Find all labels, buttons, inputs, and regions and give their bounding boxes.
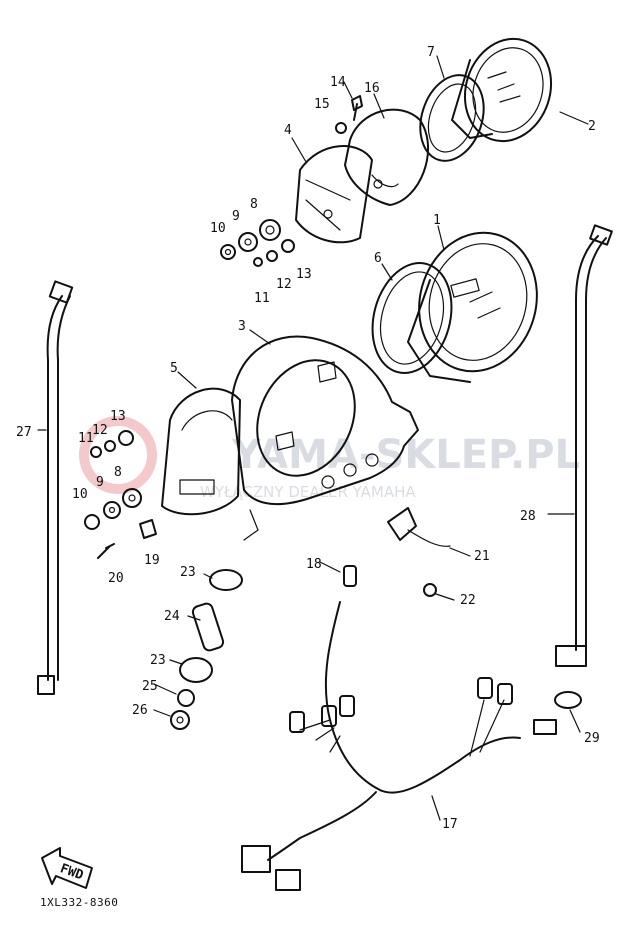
callout-27: 27 xyxy=(16,425,32,440)
callout-26: 26 xyxy=(132,703,148,718)
callout-numbers: 1 2 3 4 5 6 7 8 8 9 9 10 10 11 11 12 12 … xyxy=(16,45,600,832)
part-21-22 xyxy=(387,507,451,597)
callout-8-lower: 8 xyxy=(114,465,122,480)
part-3-bracket xyxy=(231,335,419,541)
callout-24: 24 xyxy=(164,609,180,624)
callout-13-upper: 13 xyxy=(296,267,312,282)
fwd-arrow: FWD xyxy=(41,847,93,889)
callout-23-upper: 23 xyxy=(180,565,196,580)
callout-19: 19 xyxy=(144,553,160,568)
leader-lines xyxy=(37,55,589,821)
part-2-upper-meter xyxy=(451,37,553,143)
part-4-housing xyxy=(295,145,373,244)
callout-11-upper: 11 xyxy=(254,291,270,306)
callout-9-upper: 9 xyxy=(232,209,240,224)
watermark-logo xyxy=(79,416,157,494)
callout-12-lower: 12 xyxy=(92,423,108,438)
callout-7: 7 xyxy=(427,45,435,60)
callout-3: 3 xyxy=(238,319,246,334)
bolts-14-15 xyxy=(335,95,363,134)
part-18-socket xyxy=(343,565,357,587)
callout-25: 25 xyxy=(142,679,158,694)
drawing-code: 1XL332-8360 xyxy=(40,896,118,909)
callout-11-lower: 11 xyxy=(78,431,94,446)
callout-17: 17 xyxy=(442,817,458,832)
callout-4: 4 xyxy=(284,123,292,138)
watermark-title: YAMA-SKLEP.PL xyxy=(231,432,580,478)
callout-20: 20 xyxy=(108,571,124,586)
callout-12-upper: 12 xyxy=(276,277,292,292)
callout-10-upper: 10 xyxy=(210,221,226,236)
callout-10-lower: 10 xyxy=(72,487,88,502)
callout-21: 21 xyxy=(474,549,490,564)
part-7-ring xyxy=(419,74,485,162)
part-6-ring xyxy=(371,262,453,374)
callout-6: 6 xyxy=(374,251,382,266)
callout-22: 22 xyxy=(460,593,476,608)
lower-washers xyxy=(84,430,157,559)
callout-2: 2 xyxy=(588,119,596,134)
callout-18: 18 xyxy=(306,557,322,572)
watermark-subtitle: WYŁĄCZNY DEALER YAMAHA xyxy=(200,483,416,501)
callout-8-upper: 8 xyxy=(250,197,258,212)
part-17-harness xyxy=(241,601,557,891)
part-16-cover xyxy=(344,108,430,206)
callout-9-lower: 9 xyxy=(96,475,104,490)
callout-13-lower: 13 xyxy=(110,409,126,424)
part-1-lower-meter xyxy=(407,231,538,383)
part-28-cable xyxy=(555,224,613,667)
watermark: YAMA-SKLEP.PL WYŁĄCZNY DEALER YAMAHA xyxy=(79,416,580,501)
callout-14: 14 xyxy=(330,75,346,90)
part-27-cable xyxy=(37,280,74,695)
upper-washers xyxy=(220,219,295,267)
callout-23-lower: 23 xyxy=(150,653,166,668)
callout-29: 29 xyxy=(584,731,600,746)
callout-5: 5 xyxy=(170,361,178,376)
callout-15: 15 xyxy=(314,97,330,112)
grommets-23-26 xyxy=(170,569,243,730)
callout-1: 1 xyxy=(433,213,441,228)
part-29-ring xyxy=(554,691,582,709)
callout-28: 28 xyxy=(520,509,536,524)
callout-16: 16 xyxy=(364,81,380,96)
part-5-bracket xyxy=(161,387,241,516)
